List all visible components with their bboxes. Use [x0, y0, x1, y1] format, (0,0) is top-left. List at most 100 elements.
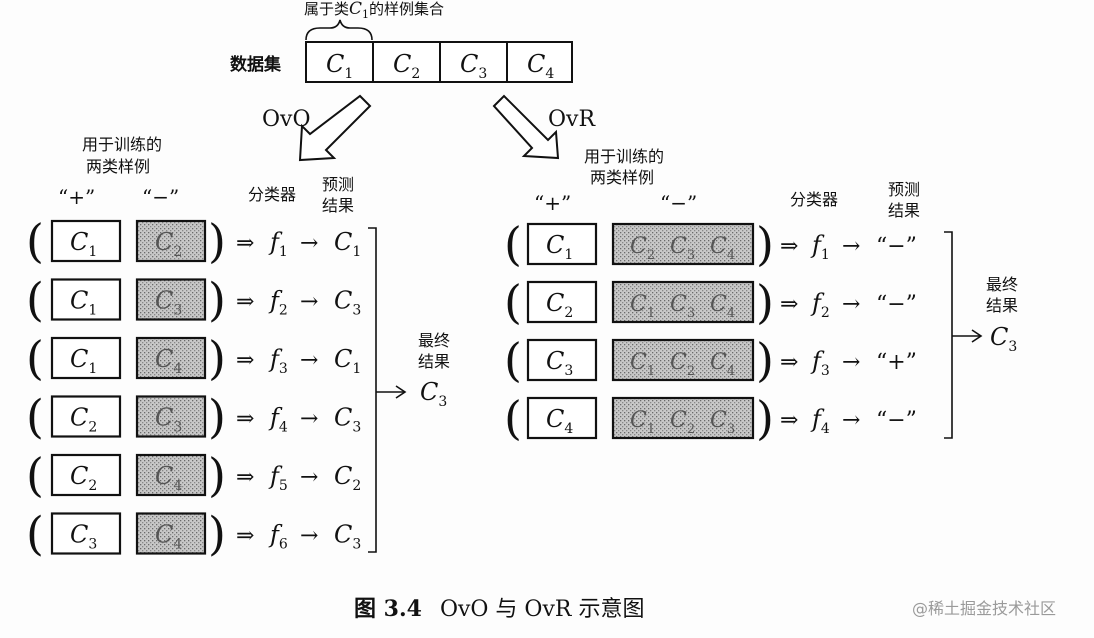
ovr-train-label-1: 用于训练的: [584, 147, 664, 166]
classifier-label: f4: [810, 405, 830, 437]
classifier-label: f1: [810, 231, 830, 263]
negative-class-box: [611, 280, 755, 324]
prediction-label: “−”: [876, 234, 917, 259]
prediction-label: “−”: [876, 408, 917, 433]
ovo-final-label-1: 最终: [418, 331, 450, 350]
prediction-label: C3: [334, 404, 361, 436]
negative-class-label: C1: [630, 408, 655, 437]
left-paren: (: [26, 273, 44, 327]
negative-class-label: C3: [155, 287, 182, 319]
negative-class-box: [135, 219, 207, 263]
bracket-icon: [944, 231, 953, 439]
implies-symbol: ⇒: [236, 290, 254, 315]
left-paren: (: [504, 333, 522, 387]
dataset-label: 数据集: [230, 54, 282, 75]
prediction-label: C1: [334, 228, 361, 260]
ovr-final: 最终 结果 C3: [944, 231, 1018, 439]
negative-class-label: C1: [630, 350, 655, 379]
arrow-symbol: →: [300, 407, 318, 432]
arrow-symbol: →: [300, 231, 318, 256]
left-paren: (: [26, 214, 44, 268]
negative-class-label: C3: [710, 408, 735, 437]
positive-class-label: C3: [546, 347, 573, 379]
ovo-arrow-label: OvO: [262, 107, 311, 132]
left-paren: (: [26, 507, 44, 561]
prediction-label: C1: [334, 345, 361, 377]
ovo-minus-header: “−”: [142, 185, 179, 209]
negative-class-label: C4: [155, 521, 182, 553]
positive-class-label: C4: [546, 405, 573, 437]
positive-class-box: [526, 222, 598, 266]
brace-label: 属于类C1的样例集合: [304, 0, 444, 21]
ovr-arrow-label: OvR: [548, 107, 596, 132]
ovo-arrow: OvO: [262, 94, 372, 162]
ovo-classifier-header: 分类器: [248, 185, 296, 204]
positive-class-box: [526, 338, 598, 382]
right-paren: ): [208, 331, 226, 385]
classifier-label: f3: [268, 345, 288, 377]
implies-symbol: ⇒: [780, 408, 798, 433]
negative-class-label: C3: [155, 404, 182, 436]
ovr-pred-header-1: 预测: [888, 180, 920, 199]
dataset-cell-label: C1: [326, 50, 353, 82]
negative-class-label: C2: [670, 350, 695, 379]
positive-class-label: C1: [546, 231, 573, 263]
hollow-arrow-icon: [298, 94, 372, 162]
classifier-label: f6: [268, 521, 288, 553]
classifier-label: f5: [268, 462, 288, 494]
classifier-label: f1: [268, 228, 288, 260]
final-arrow-head-icon: [395, 385, 407, 399]
watermark: @稀土掘金技术社区: [912, 599, 1056, 618]
negative-class-box: [135, 453, 207, 497]
hollow-arrow-icon: [492, 94, 560, 160]
right-paren: ): [208, 214, 226, 268]
left-paren: (: [504, 391, 522, 445]
implies-symbol: ⇒: [236, 348, 254, 373]
negative-class-box: [611, 338, 755, 382]
ovr-minus-header: “−”: [660, 191, 697, 215]
right-paren: ): [208, 390, 226, 444]
ovr-final-label-1: 最终: [986, 275, 1018, 294]
arrow-symbol: →: [842, 350, 860, 375]
dataset-cell-label: C2: [393, 50, 420, 82]
ovo-final-result: C3: [420, 378, 447, 410]
right-paren: ): [208, 273, 226, 327]
prediction-label: C3: [334, 287, 361, 319]
classifier-label: f4: [268, 404, 288, 436]
implies-symbol: ⇒: [236, 465, 254, 490]
ovr-arrow: OvR: [492, 94, 596, 160]
dataset-cell-label: C3: [460, 50, 487, 82]
arrow-symbol: →: [300, 524, 318, 549]
negative-class-label: C4: [710, 234, 735, 263]
implies-symbol: ⇒: [236, 407, 254, 432]
implies-symbol: ⇒: [780, 350, 798, 375]
right-paren: ): [208, 507, 226, 561]
positive-class-box: [526, 280, 598, 324]
negative-class-label: C4: [155, 462, 182, 494]
negative-class-label: C4: [710, 292, 735, 321]
ovo-pred-header-2: 结果: [322, 196, 354, 215]
positive-class-box: [50, 219, 122, 263]
arrow-symbol: →: [300, 465, 318, 490]
implies-symbol: ⇒: [780, 292, 798, 317]
right-paren: ): [756, 275, 774, 329]
ovo-final: 最终 结果 C3: [368, 227, 450, 553]
ovo-headers: 用于训练的 两类样例 “+” “−” 分类器 预测 结果: [58, 135, 354, 215]
bracket-icon: [368, 227, 377, 553]
ovo-plus-header: “+”: [58, 185, 95, 209]
positive-class-label: C1: [70, 287, 97, 319]
ovr-final-label-2: 结果: [986, 296, 1018, 315]
implies-symbol: ⇒: [236, 524, 254, 549]
right-paren: ): [756, 333, 774, 387]
classifier-label: f2: [810, 289, 830, 321]
negative-class-label: C4: [155, 345, 182, 377]
